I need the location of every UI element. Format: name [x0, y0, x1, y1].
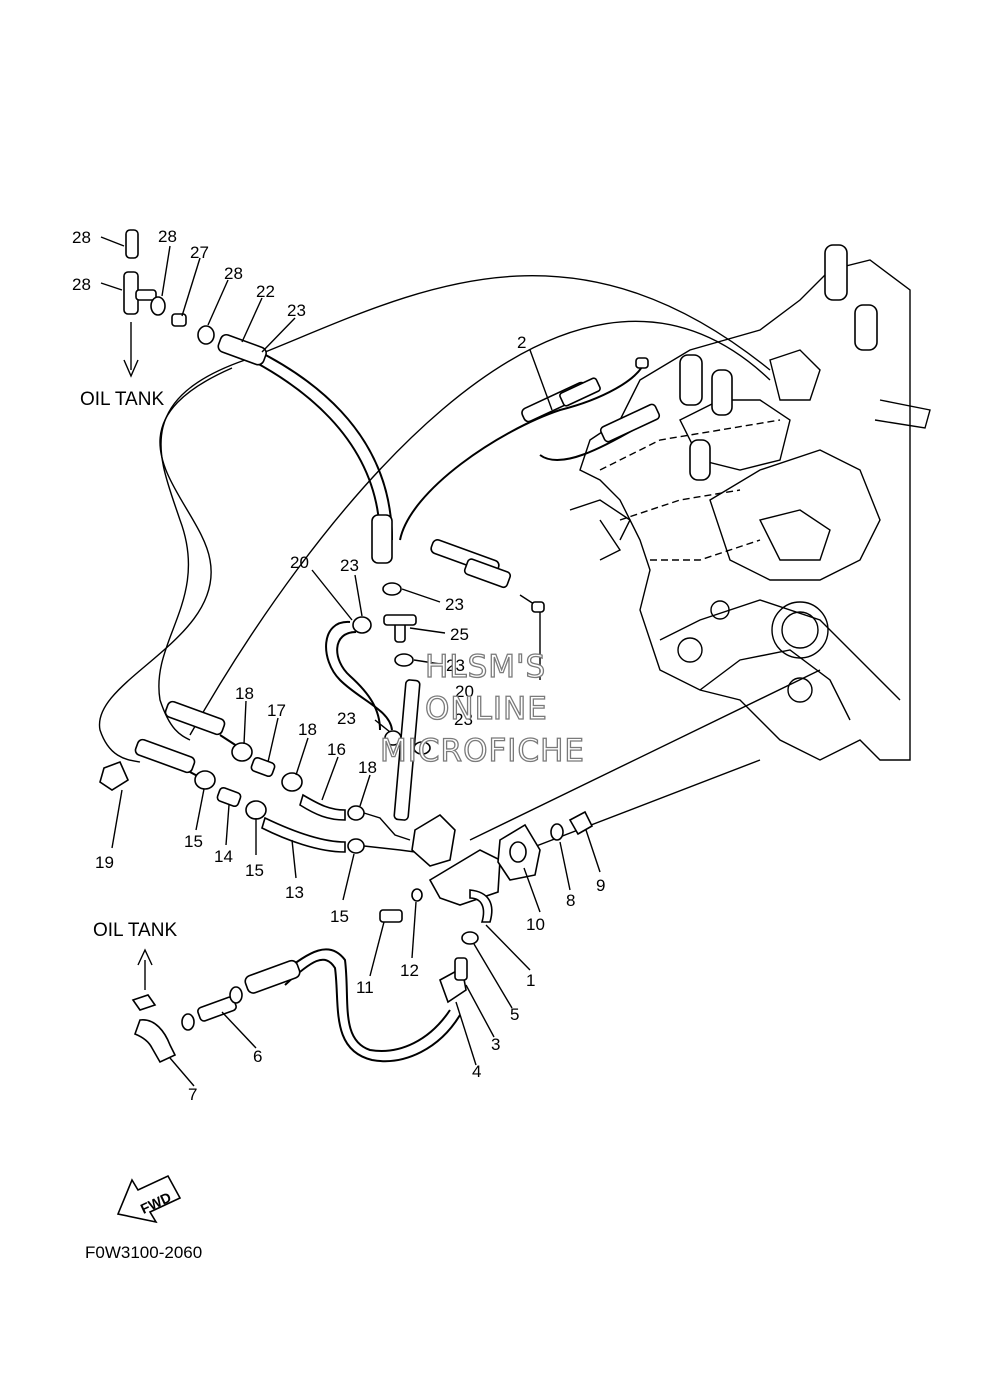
- callout-27: 28: [72, 228, 91, 247]
- callout-22: 23: [287, 301, 306, 320]
- callout-15-a: 15: [184, 832, 203, 851]
- top-left-fittings: [123, 229, 215, 378]
- callout-5: 5: [510, 1005, 519, 1024]
- callout-6: 6: [253, 1047, 262, 1066]
- watermark-line-2: ONLINE: [425, 691, 548, 727]
- callout-23-e: 23: [454, 710, 473, 729]
- fwd-arrow: FWD: [116, 1174, 182, 1224]
- callout-10: 10: [526, 915, 545, 934]
- callout-14: 14: [214, 847, 233, 866]
- callout-3: 3: [491, 1035, 500, 1054]
- callout-23-d: 23: [337, 709, 356, 728]
- callout-15-b: 15: [245, 861, 264, 880]
- callout-20-a: 20: [290, 553, 309, 572]
- hose-21-22: [217, 333, 393, 564]
- figure-code: F0W3100-2060: [85, 1243, 202, 1262]
- callout-24: 25: [450, 625, 469, 644]
- callout-7: 7: [188, 1085, 197, 1104]
- callout-25: 27: [190, 243, 209, 262]
- callout-1: 1: [526, 971, 535, 990]
- callout-labels: 28 28 28 27 28 22 23 2 20 23 23 25 23 20…: [72, 227, 605, 1104]
- callout-12: 12: [400, 961, 419, 980]
- callout-18-a: 18: [235, 684, 254, 703]
- callout-21: 22: [256, 282, 275, 301]
- callout-20-b: 20: [455, 682, 474, 701]
- watermark-line-1: HLSM'S: [425, 649, 546, 685]
- callout-28-b: 28: [224, 264, 243, 283]
- watermark-line-3: MICROFICHE: [380, 733, 585, 769]
- callout-23-a: 23: [340, 556, 359, 575]
- callout-13: 13: [285, 883, 304, 902]
- callout-8: 8: [566, 891, 575, 910]
- callout-28-a: 28: [158, 227, 177, 246]
- callout-9: 9: [596, 876, 605, 895]
- callout-16: 16: [327, 740, 346, 759]
- oil-pump: [379, 810, 594, 945]
- engine-block: [569, 244, 931, 761]
- cable-part-2: [399, 357, 661, 680]
- oil-tank-label-bottom: OIL TANK: [93, 920, 177, 941]
- callout-23-c: 23: [446, 656, 465, 675]
- callout-19: 19: [95, 853, 114, 872]
- callout-23-b: 23: [445, 595, 464, 614]
- parts-20-23-24: [325, 582, 431, 821]
- callout-18-b: 18: [298, 720, 317, 739]
- callout-11: 11: [356, 978, 374, 997]
- lower-fittings: [99, 700, 416, 854]
- watermark: HLSM'S ONLINE MICROFICHE: [379, 648, 585, 769]
- callout-26: 28: [72, 275, 91, 294]
- callout-18-c: 18: [358, 758, 377, 777]
- callout-15-c: 15: [330, 907, 349, 926]
- long-oil-hoses: [98, 275, 821, 861]
- oil-tank-label-top: OIL TANK: [80, 389, 164, 410]
- bottom-hose: [131, 948, 468, 1064]
- callout-17: 17: [267, 701, 286, 720]
- leader-lines: [100, 236, 601, 1087]
- callout-2: 2: [517, 333, 526, 352]
- callout-4: 4: [472, 1062, 481, 1081]
